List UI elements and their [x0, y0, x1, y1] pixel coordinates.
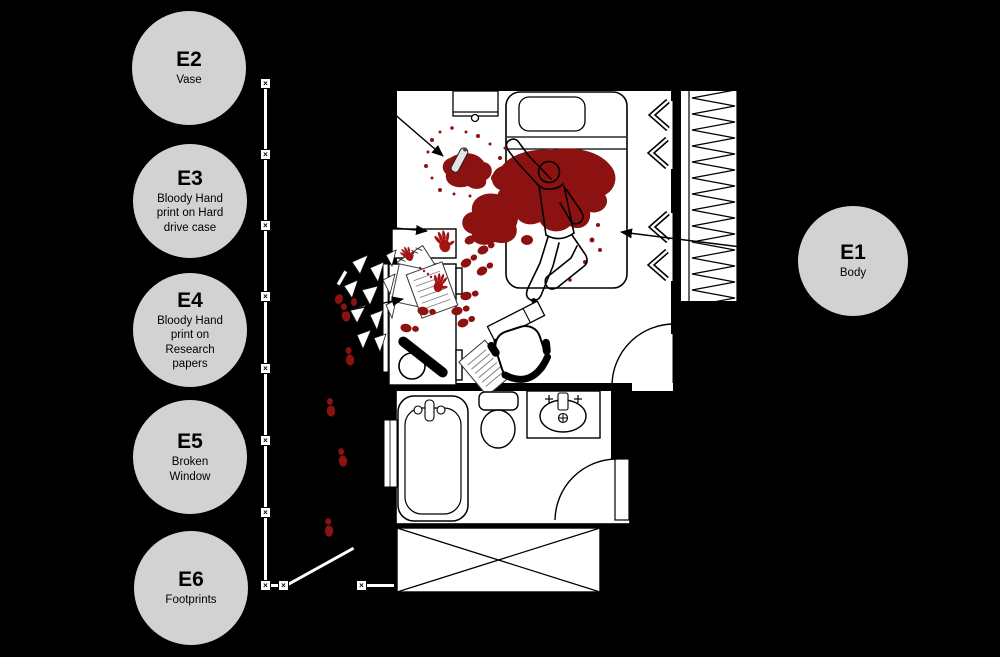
fence-post-icon: ×	[260, 363, 271, 374]
toilet	[478, 391, 519, 449]
fence-post-icon: ×	[260, 220, 271, 231]
office-chair	[487, 325, 552, 383]
closet	[396, 527, 601, 593]
arrow-e4-papers	[335, 296, 404, 314]
fence-post-icon: ×	[260, 78, 271, 89]
bathroom-door	[554, 458, 630, 521]
nightstand	[452, 90, 499, 123]
marker-label: Bloody Hand print on Research papers	[157, 314, 223, 370]
marker-id: E5	[177, 430, 203, 454]
marker-id: E3	[177, 166, 203, 190]
marker-label: Broken Window	[169, 456, 211, 483]
desk-lamp	[398, 336, 448, 380]
fence-line-vertical	[264, 80, 267, 588]
pillow	[518, 96, 586, 132]
evidence-marker-e1: E1 Body	[798, 206, 908, 316]
fence-post-icon: ×	[260, 149, 271, 160]
bathroom-window	[383, 419, 398, 488]
marker-id: E1	[840, 241, 866, 265]
marker-id: E2	[176, 48, 202, 72]
evidence-marker-e4: E4 Bloody Hand print on Research papers	[133, 273, 247, 387]
fence-post-icon: ×	[278, 580, 289, 591]
marker-id: E6	[178, 568, 204, 592]
evidence-marker-e6: E6 Footprints	[134, 531, 248, 645]
arrow-e1-body	[620, 228, 798, 255]
glass-shards	[335, 249, 397, 354]
fence-post-icon: ×	[356, 580, 367, 591]
arrow-e3-case	[299, 218, 428, 235]
sink	[526, 390, 601, 439]
marker-label: Body	[839, 267, 867, 280]
marker-label: Footprints	[165, 594, 217, 607]
marker-label: Vase	[176, 74, 202, 87]
zigzag-curtain	[688, 88, 738, 308]
bathtub	[397, 395, 469, 522]
open-window-panes	[646, 98, 670, 282]
evidence-marker-e2: E2 Vase	[132, 11, 246, 125]
floor-notepad	[458, 339, 514, 397]
research-papers	[405, 261, 459, 319]
fence-post-icon: ×	[260, 580, 271, 591]
bloody-handprints	[397, 227, 458, 295]
fence-post-icon: ×	[260, 507, 271, 518]
marker-label: Bloody Hand print on Hard drive case	[156, 192, 224, 234]
fence-post-icon: ×	[260, 435, 271, 446]
marker-id: E4	[177, 288, 203, 312]
evidence-marker-e5: E5 Broken Window	[133, 400, 247, 514]
arrow-e2-vase	[377, 99, 444, 157]
walls	[387, 83, 739, 459]
fence-line-bottom-right	[367, 584, 394, 587]
evidence-arrows	[299, 99, 798, 314]
body-outline	[505, 138, 588, 302]
vase	[450, 147, 469, 173]
fence-post-icon: ×	[260, 291, 271, 302]
bedroom-door-arc	[611, 323, 675, 387]
fence-line-bottom-left	[266, 584, 282, 587]
evidence-marker-e3: E3 Bloody Hand print on Hard drive case	[133, 144, 247, 258]
footprints-outside	[324, 294, 357, 537]
